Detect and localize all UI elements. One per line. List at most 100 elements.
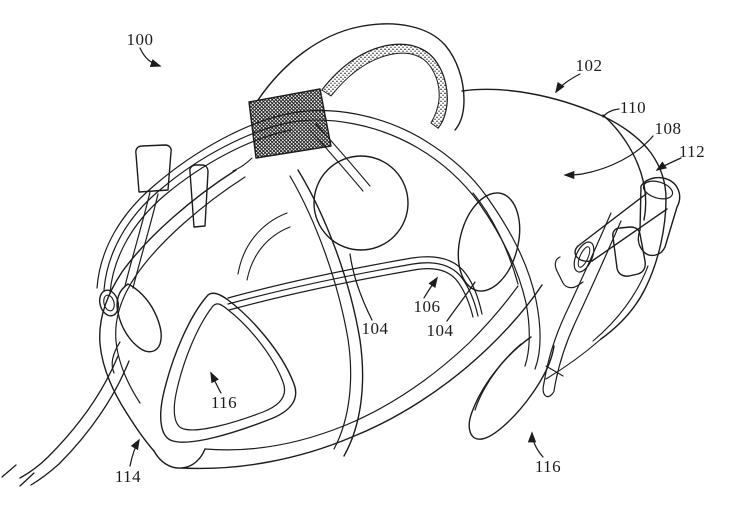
strap-cord-line [315, 123, 371, 187]
leader-line-112 [655, 157, 682, 171]
mask-bottom-swoosh-inner [204, 285, 519, 451]
ref-label-114: 114 [115, 438, 141, 486]
cushion-band-line [227, 256, 483, 315]
eyecup-arc [246, 226, 291, 281]
ref-label-110: 110 [602, 98, 646, 118]
strap-ring-inner [103, 294, 115, 312]
ref-numeral-104-right: 104 [427, 321, 454, 340]
strap-ring-outer [98, 289, 120, 317]
housing-right-edge [600, 198, 667, 340]
ref-numeral-108: 108 [655, 119, 682, 138]
ref-numeral-100: 100 [127, 30, 154, 49]
ref-numeral-104-left: 104 [362, 319, 389, 338]
strap-slat-line [553, 220, 622, 392]
side-strap-endcap [574, 245, 593, 262]
ref-numeral-114: 114 [115, 467, 141, 486]
lenses [237, 155, 521, 292]
strap-slat-line [543, 212, 612, 384]
face-mask [99, 169, 543, 470]
headset-drawing [1, 23, 681, 487]
mask-outer-edge [99, 169, 237, 452]
ref-label-102: 102 [555, 56, 603, 94]
strap-buckle-wrap [637, 176, 681, 257]
leader-line-114 [129, 438, 140, 467]
mask-inner-edge [115, 176, 246, 404]
strap-tab [189, 164, 209, 228]
top-strap-stipple-band [321, 43, 448, 129]
ref-numeral-112: 112 [679, 142, 705, 161]
mask-ridge-line [297, 169, 364, 457]
left-strap-hardware [98, 144, 209, 374]
cable-line [19, 355, 119, 479]
left-strap-line [124, 191, 151, 287]
ref-numeral-106: 106 [414, 297, 441, 316]
left-lens [313, 155, 409, 251]
rim-band-line [103, 119, 530, 367]
strap-end-line [232, 157, 253, 172]
ref-label-108: 108 [563, 119, 682, 180]
strap-buckle-end [642, 180, 674, 200]
ref-label-104-left: 104 [349, 253, 389, 338]
strap-small-piece [554, 256, 584, 289]
eye-opening-outer [160, 292, 297, 443]
ref-label-116-left: 116 [210, 371, 237, 412]
eye-opening-inner [173, 303, 286, 431]
mask-bottom-tip [153, 448, 206, 469]
top-strap [232, 23, 465, 192]
interface-top-rim [96, 110, 541, 370]
ref-numeral-116-right: 116 [535, 457, 561, 476]
right-strap-hardware [468, 176, 681, 440]
cable-line [30, 360, 130, 486]
cushion-band [227, 256, 483, 318]
side-strap-edge [591, 208, 668, 262]
ref-numeral-116-left: 116 [211, 393, 237, 412]
cable-break-tick [19, 472, 35, 487]
leader-line-110 [602, 108, 620, 118]
strap-keeper-inner [577, 246, 591, 268]
strap-slat-crossbar [545, 365, 564, 377]
strap-paddle-inner [474, 343, 522, 411]
strap-cord-line [308, 128, 364, 192]
left-strap-line [132, 193, 159, 289]
rim-band-line [96, 110, 541, 370]
strap-clip [116, 283, 162, 353]
ref-label-106: 106 [414, 276, 441, 316]
strap-slat-tip [542, 382, 555, 398]
ref-label-112: 112 [655, 142, 705, 171]
leader-line-104-right [446, 281, 476, 322]
ref-label-116-right: 116 [527, 431, 561, 476]
side-strap-edge [577, 193, 647, 247]
leader-line-116-left [210, 371, 222, 394]
strap-pad-block [248, 88, 332, 159]
right-lens [457, 192, 521, 292]
ref-label-100: 100 [127, 30, 162, 68]
leader-line-104-left [349, 253, 373, 321]
rim-band-line [472, 192, 519, 285]
display-housing [461, 88, 667, 380]
clip-hook [111, 341, 121, 374]
housing-lower-curve [545, 338, 602, 380]
mask-ridge-line [289, 175, 352, 450]
leader-line-108 [563, 135, 654, 180]
strap-tab [135, 144, 172, 193]
housing-seam-line [602, 114, 647, 221]
leader-line-100 [139, 47, 162, 68]
top-strap-outer-edge [257, 23, 465, 131]
leader-line-106 [423, 276, 438, 299]
housing-inner-curve [592, 265, 649, 342]
cable-break-tick [1, 464, 17, 478]
leader-line-102 [555, 73, 581, 94]
rim-band-line [109, 129, 292, 294]
mask-bottom-swoosh-outer [181, 284, 543, 470]
strap-slider-block [612, 226, 646, 277]
tether-cable [1, 355, 130, 487]
ref-numeral-102: 102 [576, 56, 603, 75]
leader-line-116-right [527, 431, 544, 458]
cushion-band-line [227, 262, 479, 317]
reference-labels: 100 102 110 108 112 106 104 104 [115, 30, 705, 486]
ref-numeral-110: 110 [620, 98, 646, 117]
eyecup-arc [237, 212, 288, 275]
ref-label-104-right: 104 [427, 281, 476, 340]
